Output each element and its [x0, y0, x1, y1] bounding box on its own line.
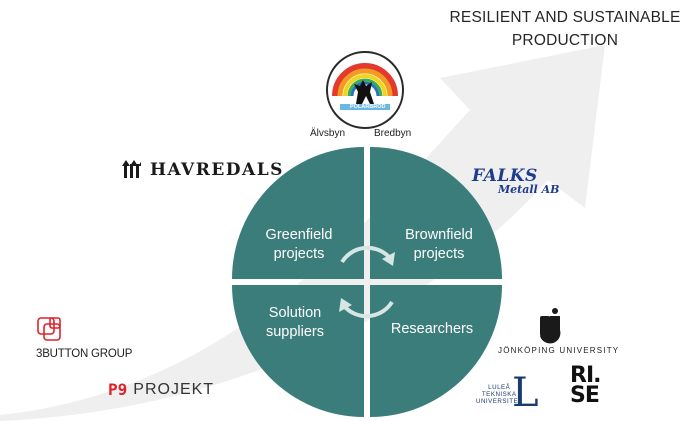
brownfield-line-1: Brownfield — [405, 227, 473, 243]
quadrant-label-researchers: Researchers — [390, 321, 474, 337]
havredals-mark-icon — [122, 160, 141, 178]
polarbrod-logo — [326, 51, 404, 129]
ltu-letter-logo: L — [512, 370, 539, 416]
falks-bottom-text: Metall AB — [498, 183, 560, 196]
site-bredbyn: Bredbyn — [374, 128, 412, 139]
jonkoping-logo-icon — [540, 308, 561, 344]
havredals-text: HAVREDALS — [150, 160, 284, 180]
falks-top-text: FALKS — [472, 166, 538, 186]
title-line-1: RESILIENT AND SUSTAINABLE — [449, 9, 681, 26]
p9-projekt-logo: P9 PROJEKT — [108, 380, 214, 399]
falks-logo: FALKS Metall AB — [472, 166, 559, 196]
quadrant-top-right — [370, 147, 502, 279]
ltu-line-1: LULEÅ — [488, 384, 511, 391]
quadrant-bottom-left — [232, 285, 364, 417]
main-title: RESILIENT AND SUSTAINABLE PRODUCTION — [440, 6, 690, 52]
rise-line-2: SE — [570, 383, 600, 408]
threebutton-text: 3BUTTON GROUP — [36, 348, 133, 360]
cycle-arrows-icon — [340, 245, 394, 319]
p9-mark: P9 — [108, 380, 128, 399]
quadrant-top-left — [232, 147, 364, 279]
ltu-line-3: UNIVERSITET — [476, 398, 523, 405]
title-line-2: PRODUCTION — [511, 32, 619, 49]
rising-arrow — [0, 45, 605, 421]
jonkoping-university-text: JÖNKÖPING UNIVERSITY — [498, 346, 620, 355]
rise-line-1: RI. — [570, 363, 602, 388]
greenfield-line-2: projects — [273, 246, 325, 262]
polarbrod-wordmark: POLARBRÖD — [350, 104, 386, 110]
solution-line-1: Solution — [268, 305, 322, 321]
p9-text: PROJEKT — [133, 380, 215, 398]
threebutton-logo-icon — [37, 317, 61, 341]
solution-line-2: suppliers — [265, 324, 325, 340]
ltu-wordmark: LULEÅ TEKNISKA UNIVERSITET — [476, 384, 522, 405]
quadrant-label-greenfield: Greenfield projects — [244, 226, 354, 264]
ltu-line-2: TEKNISKA — [481, 391, 517, 398]
quadrant-label-solution-suppliers: Solution suppliers — [240, 304, 350, 342]
quadrant-circle — [232, 147, 502, 417]
quadrant-bottom-right — [370, 285, 502, 417]
rise-logo: RI. SE — [570, 363, 602, 408]
brownfield-line-2: projects — [413, 246, 465, 262]
greenfield-line-1: Greenfield — [265, 227, 333, 243]
site-alvsbyn: Älvsbyn — [310, 128, 346, 139]
havredals-logo: HAVREDALS — [124, 160, 284, 180]
quadrant-label-brownfield: Brownfield projects — [384, 226, 494, 264]
